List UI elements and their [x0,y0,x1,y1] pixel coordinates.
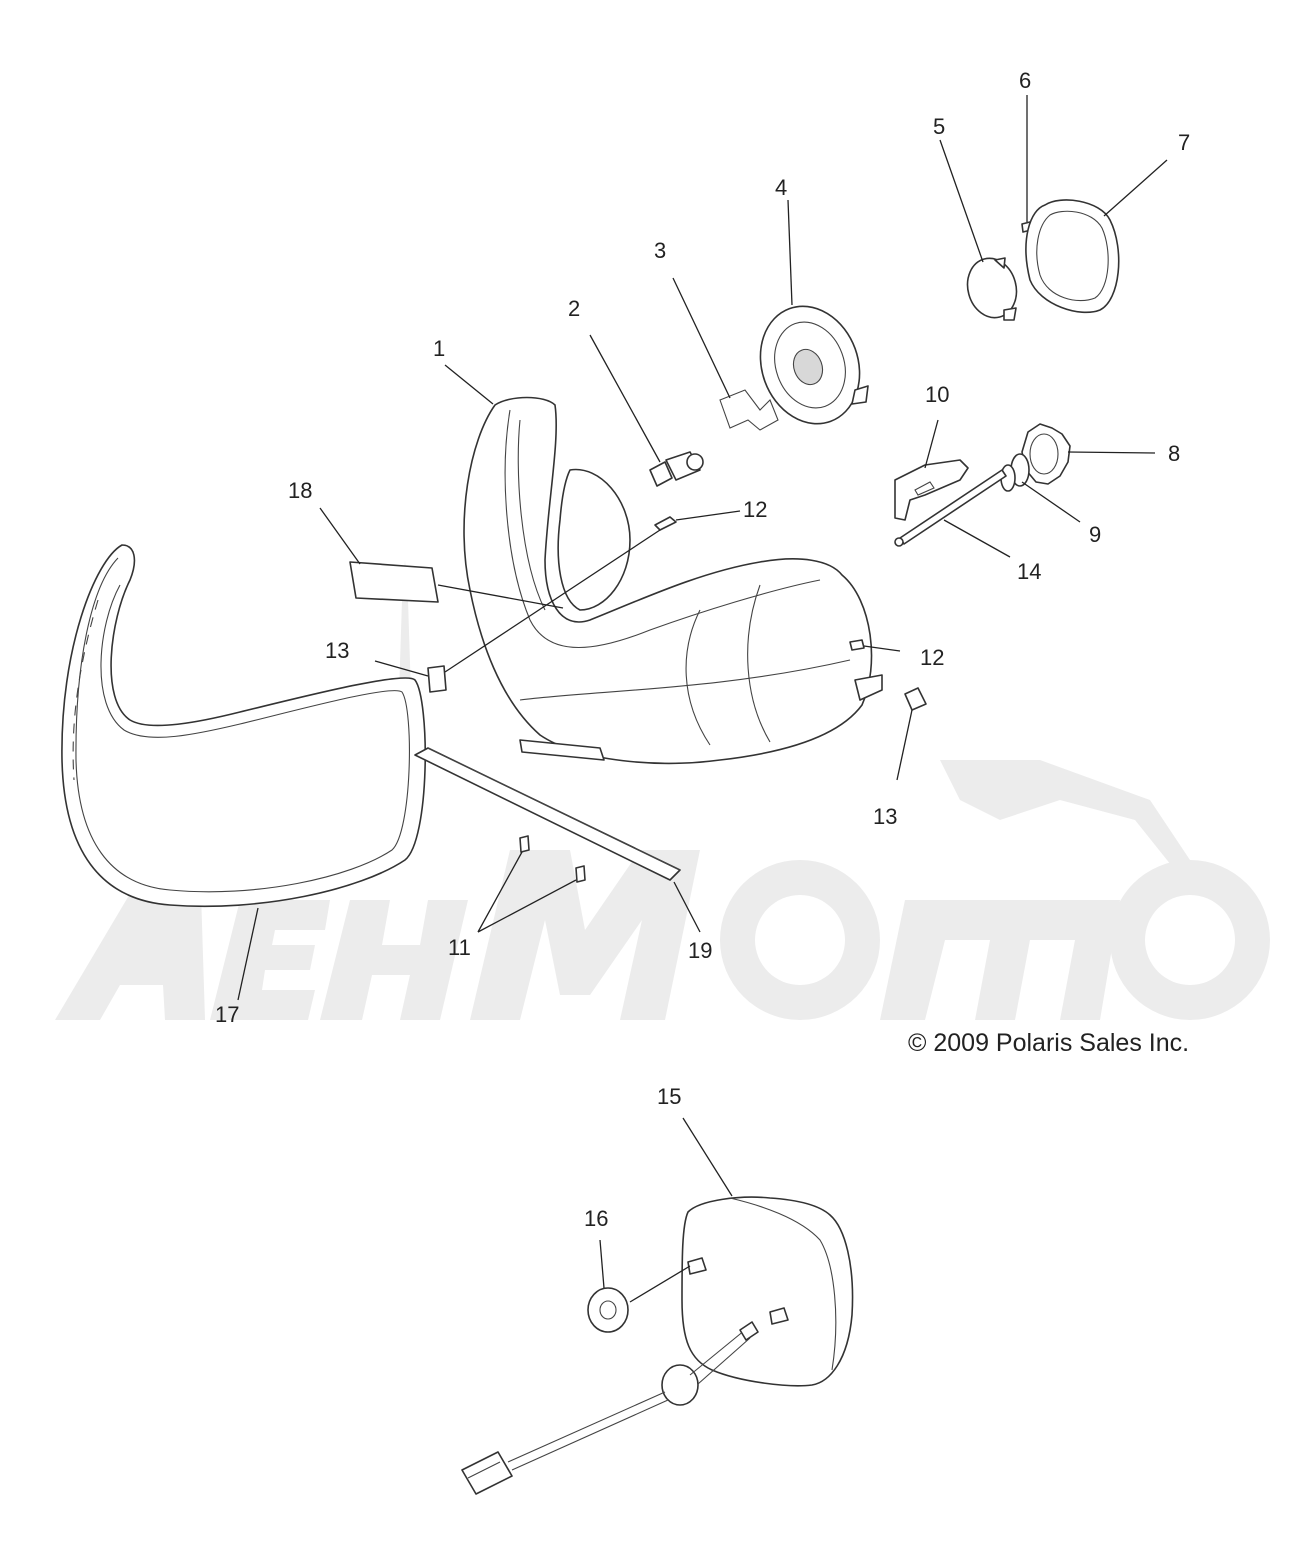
callout-14: 14 [1017,559,1041,584]
callout-8: 8 [1168,441,1180,466]
clip-part-13-left [427,665,447,693]
callouts: 1 2 3 4 5 6 7 8 9 10 11 12 12 13 13 14 1… [215,68,1190,1231]
leader-lines [237,95,1168,1303]
callout-3: 3 [654,238,666,263]
callout-6: 6 [1019,68,1031,93]
callout-19: 19 [688,938,712,963]
clip-part-13-right [904,687,927,711]
callout-2: 2 [568,296,580,321]
screw-part-12-upper [654,516,677,531]
callout-15: 15 [657,1084,681,1109]
callout-13-left: 13 [325,638,349,663]
bushing-part-9 [1000,453,1030,492]
gasket-part-17 [61,544,426,908]
callout-9: 9 [1089,522,1101,547]
adjusting-rod-part-14 [894,469,1007,547]
callout-12-upper: 12 [743,497,767,522]
grommet-part-16 [587,1287,629,1333]
callout-11: 11 [448,935,471,960]
screw-part-11-b [575,865,586,883]
headlight-housing-part-1 [463,396,883,765]
callout-18: 18 [288,478,312,503]
callout-10: 10 [925,382,949,407]
pad-part-18 [349,561,439,603]
callout-5: 5 [933,114,945,139]
callout-4: 4 [775,175,787,200]
watermark-logo [55,560,1270,1020]
screw-part-11-a [519,835,530,853]
foam-strip-part-19 [414,747,681,881]
bracket-part-10 [894,459,969,521]
callout-7: 7 [1178,130,1190,155]
spring-clip-part-3 [719,389,779,431]
copyright-notice: © 2009 Polaris Sales Inc. [908,1029,1189,1057]
lamp-gasket-part-7 [1025,199,1120,314]
screw-part-12-lower [849,639,865,651]
aux-lamp-part-5 [966,257,1018,321]
callout-16: 16 [584,1206,608,1231]
callout-17: 17 [215,1002,239,1027]
callout-1: 1 [433,336,445,361]
dust-cover-part-4 [759,305,869,425]
callout-12-lower: 12 [920,645,944,670]
callout-13-right: 13 [873,804,897,829]
module-box-part-15 [681,1196,854,1387]
bulb-part-2 [649,451,704,487]
wire-harness [461,1321,759,1495]
